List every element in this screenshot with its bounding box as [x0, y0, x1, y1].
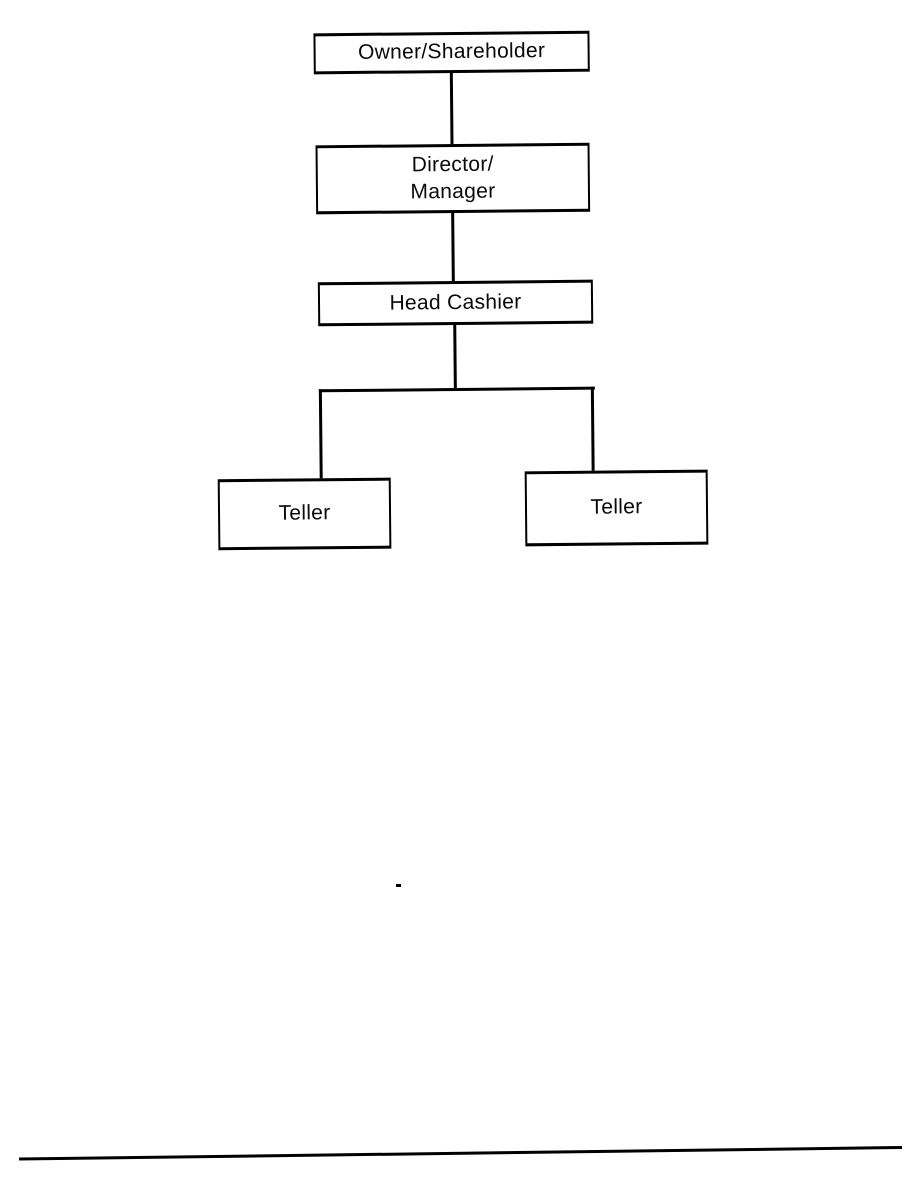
connector-owner-to-director — [449, 71, 454, 148]
org-node-label: Head Cashier — [389, 290, 522, 315]
org-node-label: Teller — [278, 501, 331, 526]
org-node-head-cashier: Head Cashier — [317, 279, 594, 327]
connector-head-cashier-stem — [453, 322, 457, 392]
org-node-label: Teller — [590, 495, 643, 520]
org-node-teller-left: Teller — [217, 477, 392, 551]
org-node-label-line1: Director/ — [411, 152, 494, 177]
org-node-label: Owner/Shareholder — [357, 39, 546, 65]
scan-artifact-speck — [396, 884, 401, 887]
org-node-owner-shareholder: Owner/Shareholder — [313, 30, 590, 75]
org-node-teller-right: Teller — [524, 469, 709, 547]
connector-director-to-head-cashier — [451, 210, 455, 285]
connector-branch-horizontal — [318, 386, 595, 393]
connector-branch-to-teller-right — [590, 386, 595, 474]
org-node-director-manager: Director/ Manager — [315, 142, 591, 215]
connector-branch-to-teller-left — [318, 389, 323, 482]
org-node-label-line2: Manager — [410, 179, 496, 203]
